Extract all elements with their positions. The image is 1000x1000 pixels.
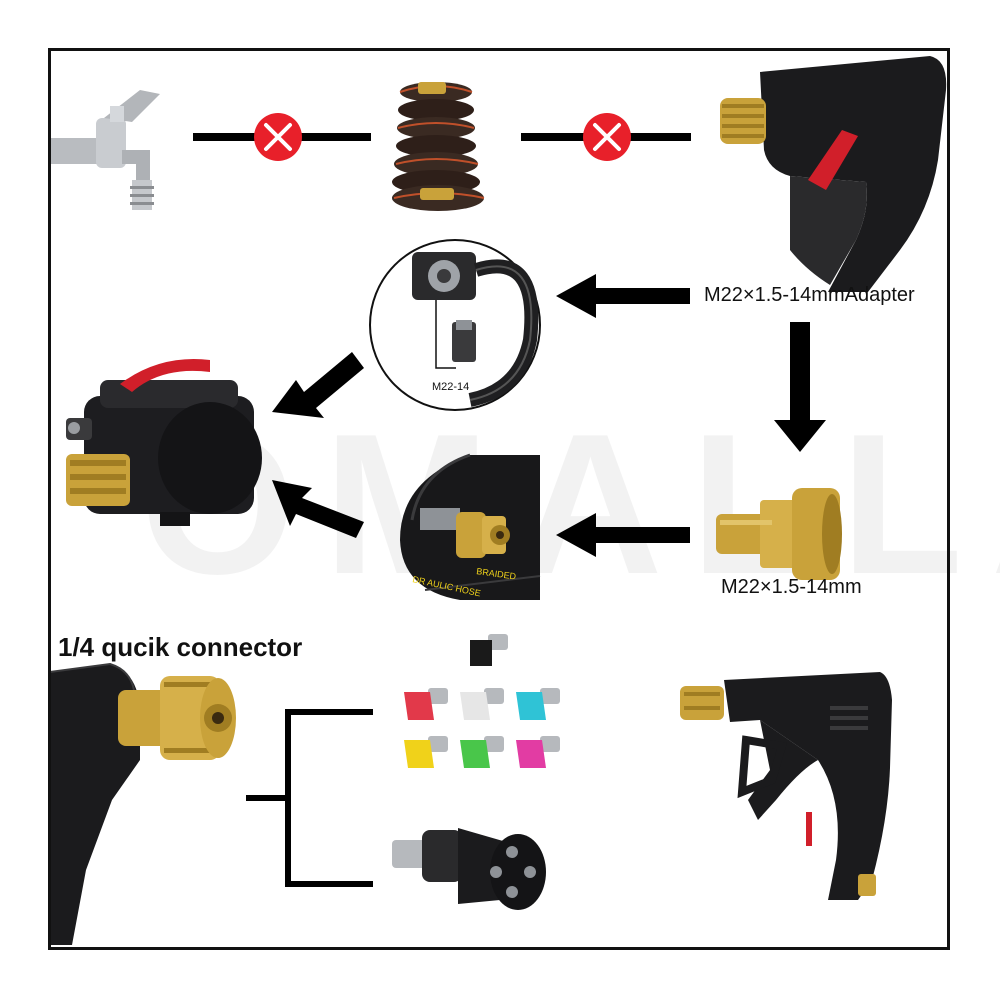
brass-adapter-icon [716,488,842,580]
turbo-nozzle-icon [392,828,546,910]
arrow-icon [556,513,690,557]
faucet-icon [50,90,160,210]
not-compatible-icon [254,113,302,161]
quick-connector-label: 1/4 qucik connector [58,632,303,662]
diagram-frame [48,48,950,950]
quick-connector-closeup-icon [49,662,236,945]
spray-gun-icon [720,56,947,292]
garden-hose-icon [392,82,485,211]
adapter-gun-label: M22×1.5-14mmAdapter [704,284,915,306]
arrow-icon [272,480,364,538]
pressure-washer-icon [66,359,262,526]
pressure-hose-callout-icon: M22-14 [369,239,541,411]
spray-gun-with-connector-icon [680,672,892,900]
arrow-icon [774,322,826,452]
arrow-icon [272,352,364,418]
arrow-icon [556,274,690,318]
not-compatible-icon [583,113,631,161]
connector-bracket [246,709,373,887]
quick-connect-hose-icon: DR AULIC HOSE BRAIDED [400,453,541,600]
nozzle-tip-set-icon [404,634,560,768]
hose-callout-label: M22-14 [432,381,469,393]
adapter-fitting-label: M22×1.5-14mm [721,576,862,598]
